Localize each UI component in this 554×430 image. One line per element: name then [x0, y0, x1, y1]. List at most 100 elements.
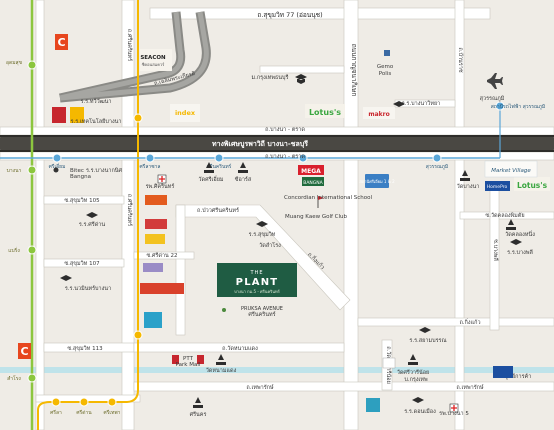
- label-bangkok-uni: ม.กรุงเทพธนบุรี: [251, 74, 288, 81]
- label-muang-kaew: Muang Kaew Golf Club: [285, 214, 348, 220]
- svg-text:ศรีนครินทร์: ศรีนครินทร์: [248, 311, 275, 318]
- label-bangna-school: ร.ร.บางนากนิศ: [86, 167, 123, 174]
- highway-label: ทางพิเศษบูรพาวิถี บางนา-ชลบุรี: [212, 140, 308, 149]
- store-logos-srinakarin: [140, 195, 184, 328]
- svg-text:Polis: Polis: [379, 71, 392, 77]
- station-label-srila: ศรีลาซาล: [140, 163, 161, 170]
- road-label-srinakarin: ถ.ศรีนครินทร์: [126, 29, 133, 61]
- interchange-label: สถานีศรีเอี่ยม 1 & 2: [359, 179, 395, 184]
- the-plant-line1: THE: [250, 270, 264, 276]
- road-label-bangna-top: ถ.บางนา - ตราด: [265, 127, 305, 133]
- road-label-soi-107: ซ.สุขุมวิท 107: [64, 260, 100, 267]
- makro-logo: makro: [363, 107, 395, 119]
- road-short-vertical: [175, 204, 186, 336]
- the-plant-line3: บางนา กม.5 - ศรีนครินทร์: [234, 289, 280, 294]
- label-tesco: ศูนย์การค้า: [505, 373, 532, 380]
- station-label-bangna: บางนา: [7, 168, 22, 174]
- svg-text:Park Mall: Park Mall: [176, 362, 201, 368]
- label-wat-nam-daeng: วัดหนามแดง: [206, 367, 237, 374]
- label-cis: Concordian International School: [284, 195, 372, 201]
- ptt-logo: PTT Park Mall: [172, 355, 204, 368]
- store-tile-bottom: [366, 357, 513, 412]
- station-dot: [495, 101, 505, 111]
- road-srinakarin: [121, 0, 135, 430]
- station-dot: [432, 153, 442, 163]
- station-dot: [145, 153, 155, 163]
- svg-text:Gemo: Gemo: [377, 64, 394, 70]
- label-school-2: ร.ร.ศรีด่าน: [79, 221, 106, 228]
- svg-text:index: index: [175, 109, 196, 117]
- road-srida-22: [133, 251, 195, 260]
- homepro-logo: HomePro: [485, 181, 510, 191]
- label-wat-samrong: วัดสำโรง: [259, 241, 281, 249]
- gemo-polis: Gemo Polis: [377, 50, 394, 77]
- store-logos-left: [52, 107, 84, 123]
- green-stations: [27, 60, 37, 383]
- station-label-suvarnabhumi: สุวรรณภูมิ: [426, 163, 448, 170]
- road-label-srinakarin-2: ถ.ศรีนครินทร์: [126, 194, 133, 226]
- seacon-label: SEACON: [140, 55, 166, 61]
- label-sunnee: ศรีนคร: [190, 411, 207, 418]
- central-logo: C: [55, 34, 68, 50]
- road-theparak: [133, 381, 554, 392]
- svg-text:C: C: [20, 345, 28, 358]
- label-nawamin: ร.ร.นวมินทร์บางนา: [65, 285, 111, 292]
- svg-text:BANGNA: BANGNA: [303, 180, 323, 186]
- road-label-kingkaew-right: ถ.กิ่งแก้ว: [459, 318, 480, 326]
- label-school-7: ร.ร.บางนาวิทยา: [402, 100, 441, 107]
- svg-text:Market Village: Market Village: [491, 168, 531, 174]
- airport-label: สุวรรณภูมิ: [480, 95, 505, 102]
- svg-text:Lotus's: Lotus's: [309, 108, 341, 117]
- highway-edge-bottom: [0, 150, 554, 152]
- road-soi-107: [43, 258, 125, 268]
- school-icons: [60, 74, 522, 403]
- label-hospital-1: รพ.ศิครินทร์: [146, 183, 175, 190]
- svg-text:PTT: PTT: [183, 356, 194, 362]
- road-sukhumvit-77: [149, 7, 491, 20]
- index-logo: index: [170, 104, 200, 122]
- road-label-wat-khlong: ซ.วัดคลองพิมตัย: [485, 212, 524, 219]
- lotus-logo-top: Lotus's: [305, 104, 345, 118]
- station-dot: [298, 153, 308, 163]
- road-label-srida-22: ซ.ศรีด่าน 22: [146, 252, 177, 259]
- temple-icons: [193, 162, 516, 408]
- market-village-logo: Market Village: [484, 160, 538, 178]
- road-label-ban-rat: ถ.บ้านราช: [457, 47, 464, 72]
- seacon-sub: ซีคอนสแควร์: [141, 62, 165, 67]
- label-school-6: ร.ร.บางพลี: [507, 249, 533, 256]
- svg-text:HomePro: HomePro: [487, 184, 508, 190]
- kanchanaphisek-label: ถนนกาญจนาภิเษก: [350, 44, 358, 97]
- road-label-theparak: ถ.เทพารักษ์: [246, 384, 274, 391]
- label-school-1: ร.ร.ทวีวัฒนา: [80, 98, 111, 105]
- svg-text:Lotus's: Lotus's: [517, 181, 548, 190]
- svg-text:makro: makro: [368, 111, 389, 118]
- road-label-soi-105: ซ.สุขุมวิท 105: [64, 197, 100, 204]
- label-wat-somboon: วัดศรีเอี่ยม: [198, 175, 224, 183]
- station-label-bottom-2: ศรีด่าน: [76, 409, 92, 416]
- svg-text:C: C: [57, 36, 65, 49]
- central-logo: C: [18, 343, 31, 359]
- station-label-bottom-1: ศรีลา: [50, 409, 62, 416]
- label-tech-school: ร.ร.เทคโนโลยีบางนา: [71, 117, 122, 125]
- road-label-bangna-bottom: ถ.บางนา - ตราด: [265, 154, 305, 160]
- svg-text:PRUKSA AVENUE: PRUKSA AVENUE: [241, 306, 283, 312]
- seacon-logo: SEACON ซีคอนสแควร์: [140, 49, 172, 71]
- station-dot: [52, 153, 62, 163]
- road-bangna-upper: [259, 65, 345, 74]
- label-rama9: บ.กรุงเทพ: [404, 377, 428, 383]
- svg-text:Bangna: Bangna: [70, 174, 91, 180]
- label-wat-khlong-nueng: วัดคลองหนึ่ง: [505, 230, 535, 238]
- lotus-logo-right: Lotus's: [514, 177, 550, 191]
- station-label-srieam: ศรีเอี่ยม: [49, 163, 66, 170]
- the-plant-box: [217, 263, 297, 297]
- label-central: ซีอาร์ส: [235, 176, 252, 183]
- station-label-bearing: แบริ่ง: [8, 247, 20, 254]
- yellow-stations: [51, 113, 143, 407]
- road-kanchanaphisek: [343, 0, 359, 430]
- prueksa-avenue: PRUKSA AVENUE ศรีนครินทร์: [222, 306, 283, 318]
- road-label-sukhumvit-77: ถ.สุขุมวิท 77 (อ่อนนุช): [257, 11, 322, 19]
- road-chalerm-phrakiat-inner: [59, 11, 209, 101]
- label-school-4: ร.ร.สยามบรรณ: [409, 337, 446, 344]
